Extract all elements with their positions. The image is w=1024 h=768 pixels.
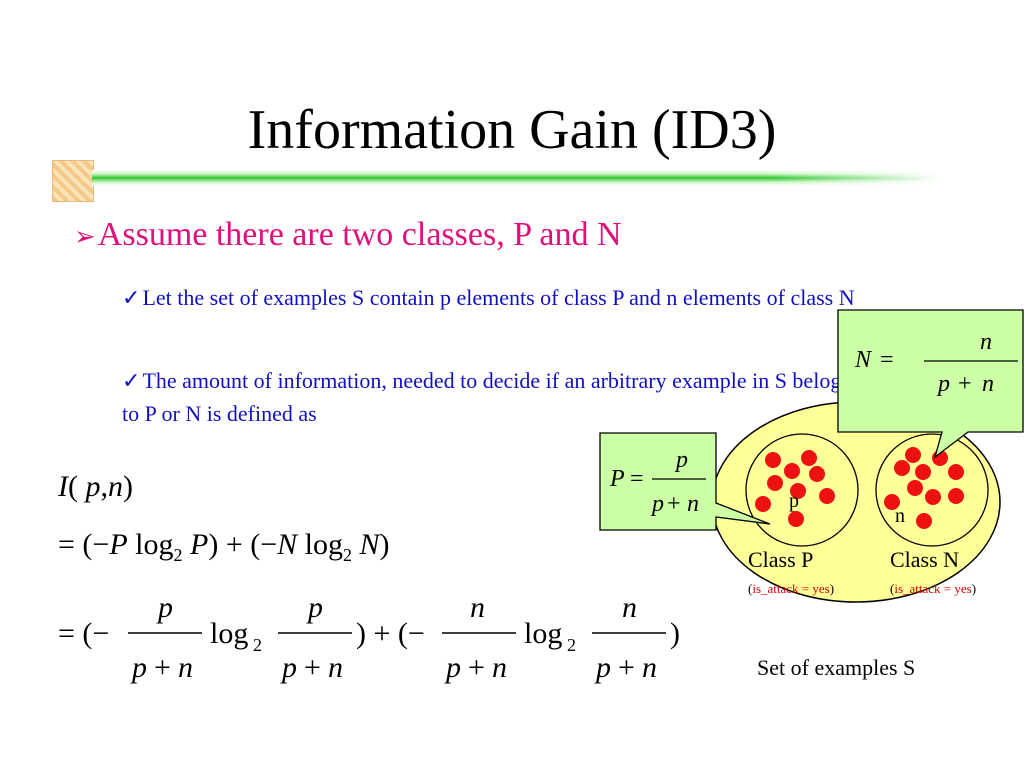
- svg-text:n: n: [982, 371, 994, 397]
- class-p-note: (is_attack = yes): [748, 581, 834, 596]
- arrow-bullet-icon: ➢: [74, 222, 96, 251]
- class-n-label: Class N: [890, 547, 959, 572]
- svg-text:+: +: [468, 651, 485, 684]
- svg-text:p: p: [306, 591, 323, 624]
- p-callout: [599, 432, 771, 531]
- class-p-circle: [745, 433, 859, 547]
- svg-text:=: =: [880, 347, 894, 373]
- svg-text:p: p: [650, 491, 664, 517]
- svg-text:log: log: [524, 617, 562, 650]
- n-callout: [837, 309, 1024, 459]
- n-label: n: [895, 505, 905, 527]
- svg-text:+: +: [618, 651, 635, 684]
- sub-bullet-1: ✓Let the set of examples S contain p ele…: [122, 281, 862, 314]
- svg-text:2: 2: [253, 635, 262, 655]
- examples-set-diagram: p n Class P Class N (is_attack = yes) (i…: [599, 309, 1024, 680]
- svg-text:p: p: [594, 651, 611, 684]
- svg-text:): ): [670, 617, 680, 650]
- svg-text:p: p: [936, 371, 950, 397]
- svg-text:n: n: [492, 651, 507, 684]
- title-underline: [92, 170, 940, 186]
- svg-text:) + (−: ) + (−: [356, 617, 425, 650]
- svg-text:=: =: [630, 466, 644, 492]
- svg-text:= (−: = (−: [58, 617, 109, 650]
- sub-bullet-2-text: The amount of information, needed to dec…: [122, 368, 861, 426]
- svg-text:+: +: [667, 491, 681, 517]
- svg-text:p: p: [280, 651, 297, 684]
- equation-line-2: = (−P log2 P) + (−N log2 N): [58, 528, 390, 565]
- sub-bullet-2: ✓The amount of information, needed to de…: [122, 364, 862, 430]
- svg-text:N: N: [854, 347, 873, 373]
- class-p-label: Class P: [748, 547, 813, 572]
- class-n-dots: [884, 447, 964, 529]
- p-label: p: [789, 490, 799, 512]
- class-p-dots: [755, 450, 835, 527]
- svg-text:p: p: [130, 651, 147, 684]
- svg-text:2: 2: [567, 635, 576, 655]
- main-bullet-text: Assume there are two classes, P and N: [97, 216, 622, 253]
- svg-text:p: p: [156, 591, 173, 624]
- main-bullet: ➢Assume there are two classes, P and N: [74, 216, 622, 254]
- set-label: Set of examples S: [757, 655, 915, 680]
- checkmark-icon: ✓: [122, 285, 141, 310]
- svg-text:p: p: [674, 447, 688, 473]
- slide-title: Information Gain (ID3): [247, 99, 777, 161]
- decorative-square: [52, 160, 94, 202]
- svg-text:p: p: [444, 651, 461, 684]
- svg-text:n: n: [687, 491, 699, 517]
- svg-text:n: n: [178, 651, 193, 684]
- checkmark-icon: ✓: [122, 368, 141, 393]
- svg-text:+: +: [304, 651, 321, 684]
- equation-line-1: I( p,n): [58, 470, 133, 503]
- svg-text:n: n: [470, 591, 485, 624]
- svg-text:log: log: [210, 617, 248, 650]
- svg-text:n: n: [980, 329, 992, 355]
- svg-text:+: +: [154, 651, 171, 684]
- sub-bullet-1-text: Let the set of examples S contain p elem…: [142, 285, 855, 310]
- svg-text:+: +: [958, 371, 972, 397]
- class-n-circle: [875, 433, 989, 547]
- class-n-note: (is_attack = yes): [890, 581, 976, 596]
- svg-text:n: n: [642, 651, 657, 684]
- svg-text:n: n: [622, 591, 637, 624]
- svg-text:P: P: [609, 466, 625, 492]
- svg-text:n: n: [328, 651, 343, 684]
